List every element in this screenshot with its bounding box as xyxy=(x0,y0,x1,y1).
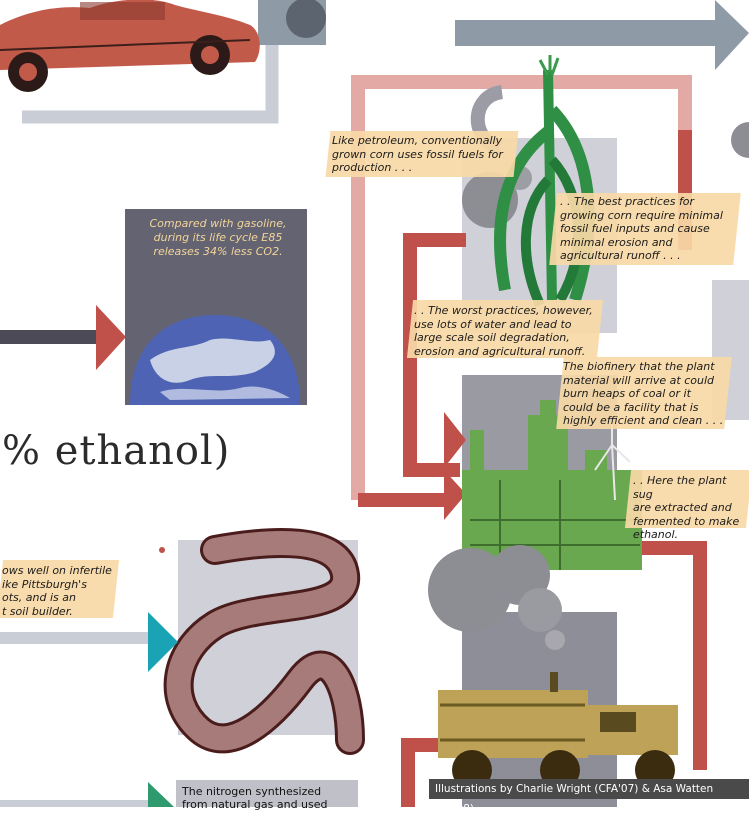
worm-illustration xyxy=(163,527,365,755)
pink-dot xyxy=(159,547,165,553)
note-worst-practices: . . The worst practices, however, use lo… xyxy=(414,304,593,358)
nitrogen-text: The nitrogen synthesized from natural ga… xyxy=(182,785,328,811)
illustration-credit: Illustrations by Charlie Wright (CFA'07)… xyxy=(429,779,749,815)
grey-connector-left xyxy=(0,632,150,644)
note-petroleum: Like petroleum, conventionally grown cor… xyxy=(332,134,503,174)
note-extracted: . . Here the plant sug are extracted and… xyxy=(633,474,740,541)
ethanol-handwritten-label: % ethanol) xyxy=(2,428,231,474)
refinery-illustration xyxy=(462,400,642,570)
earth-globe xyxy=(130,315,300,405)
note-biofinery: The biofinery that the plant material wi… xyxy=(563,360,724,427)
dark-arrow-shaft xyxy=(0,330,97,344)
grey-cloud-right xyxy=(731,122,749,158)
nitrogen-box xyxy=(176,780,358,807)
smoke-clouds xyxy=(428,545,565,650)
e85-comparison-text: Compared with gasoline, during its life … xyxy=(149,217,287,258)
top-arrow-head xyxy=(715,0,749,70)
red-arrow-to-refinery-1 xyxy=(444,412,466,468)
green-arrowhead xyxy=(148,782,174,807)
top-arrow-shaft xyxy=(455,20,715,46)
car-frame-line xyxy=(22,45,279,124)
car-illustration xyxy=(0,0,260,92)
car-frame-knob xyxy=(286,0,326,38)
teal-arrowhead xyxy=(148,612,178,672)
red-loop-right xyxy=(640,541,707,770)
grey-connector-bottom xyxy=(0,800,148,807)
red-arrowhead-to-earth xyxy=(96,305,126,370)
note-infertile: ows well on infertile ike Pittsburgh's o… xyxy=(2,564,112,618)
note-best-practices: . . The best practices for growing corn … xyxy=(560,195,723,262)
